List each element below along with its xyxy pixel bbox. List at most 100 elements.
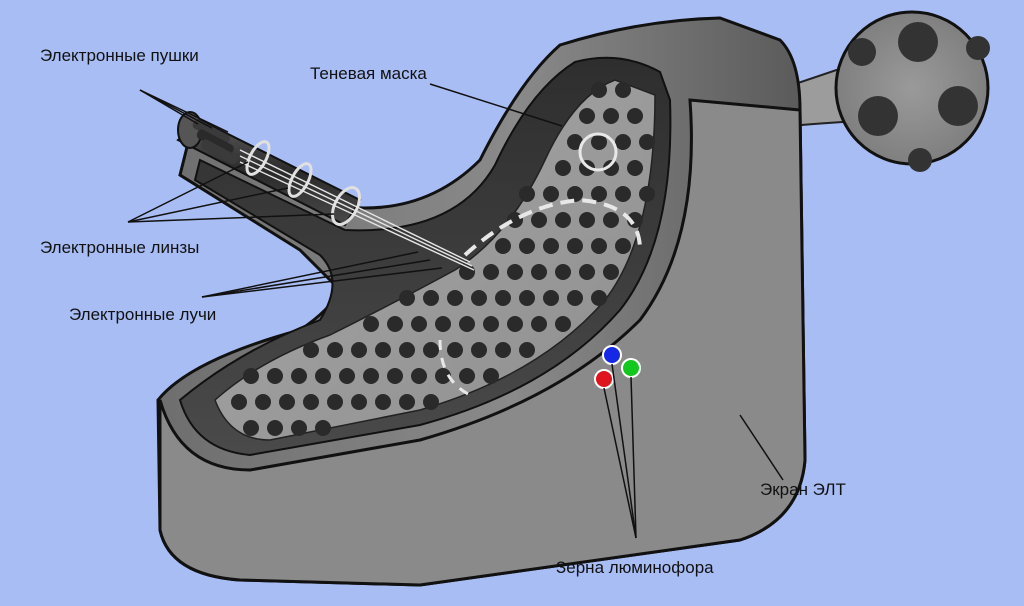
mask-hole bbox=[603, 108, 619, 124]
mask-hole bbox=[627, 160, 643, 176]
mask-hole bbox=[531, 212, 547, 228]
label-electron-guns: Электронные пушки bbox=[40, 46, 199, 65]
mask-hole bbox=[555, 160, 571, 176]
mask-hole bbox=[243, 368, 259, 384]
mask-hole bbox=[351, 342, 367, 358]
mask-hole bbox=[567, 186, 583, 202]
mask-hole bbox=[519, 290, 535, 306]
mask-hole bbox=[423, 342, 439, 358]
leader-lines bbox=[127, 83, 784, 539]
mask-hole bbox=[555, 212, 571, 228]
mask-hole bbox=[267, 420, 283, 436]
label-electron-beams: Электронные лучи bbox=[69, 305, 217, 324]
mask-hole bbox=[615, 186, 631, 202]
mask-hole bbox=[591, 134, 607, 150]
mask-hole bbox=[255, 394, 271, 410]
mask-hole bbox=[495, 290, 511, 306]
mask-hole bbox=[543, 186, 559, 202]
label-electron-lenses: Электронные линзы bbox=[40, 238, 200, 257]
mask-hole bbox=[615, 82, 631, 98]
mask-hole bbox=[471, 290, 487, 306]
mask-hole bbox=[459, 368, 475, 384]
mask-hole bbox=[447, 342, 463, 358]
mask-hole bbox=[435, 316, 451, 332]
mask-hole bbox=[375, 342, 391, 358]
mask-hole bbox=[615, 238, 631, 254]
mask-hole bbox=[627, 108, 643, 124]
mask-hole bbox=[555, 264, 571, 280]
zoom-bubble-holes bbox=[848, 22, 990, 172]
mask-hole bbox=[459, 316, 475, 332]
electron-gun-2 bbox=[196, 129, 234, 155]
mask-hole bbox=[399, 342, 415, 358]
mask-hole bbox=[243, 420, 259, 436]
mask-hole bbox=[579, 108, 595, 124]
mask-hole bbox=[603, 264, 619, 280]
mask-hole bbox=[315, 368, 331, 384]
mask-hole bbox=[303, 394, 319, 410]
mask-hole bbox=[579, 212, 595, 228]
mask-hole bbox=[567, 290, 583, 306]
mask-hole bbox=[531, 316, 547, 332]
mask-hole bbox=[351, 394, 367, 410]
mask-hole bbox=[267, 368, 283, 384]
mask-hole bbox=[303, 342, 319, 358]
label-shadow-mask: Теневая маска bbox=[310, 64, 427, 83]
mask-hole bbox=[615, 134, 631, 150]
mask-hole bbox=[363, 368, 379, 384]
label-crt-screen: Экран ЭЛТ bbox=[760, 480, 846, 499]
mask-hole bbox=[519, 238, 535, 254]
mask-hole bbox=[471, 342, 487, 358]
mask-hole bbox=[603, 160, 619, 176]
mask-hole bbox=[507, 264, 523, 280]
mask-hole bbox=[543, 290, 559, 306]
mask-hole bbox=[279, 394, 295, 410]
mask-hole bbox=[327, 342, 343, 358]
screen-front-face bbox=[158, 98, 807, 587]
mask-hole bbox=[399, 394, 415, 410]
mask-hole bbox=[411, 368, 427, 384]
mask-hole bbox=[507, 316, 523, 332]
mask-hole bbox=[531, 264, 547, 280]
mask-hole bbox=[591, 238, 607, 254]
mask-hole bbox=[291, 420, 307, 436]
mask-zoom-circle bbox=[578, 132, 618, 172]
mask-hole bbox=[519, 186, 535, 202]
mask-hole bbox=[327, 394, 343, 410]
mask-hole bbox=[567, 238, 583, 254]
mask-hole bbox=[555, 316, 571, 332]
mask-hole bbox=[447, 290, 463, 306]
mask-hole bbox=[495, 238, 511, 254]
mask-hole bbox=[339, 368, 355, 384]
mask-hole bbox=[231, 394, 247, 410]
electron-beams bbox=[239, 149, 475, 271]
mask-hole bbox=[591, 186, 607, 202]
mask-hole bbox=[495, 342, 511, 358]
mask-hole bbox=[579, 264, 595, 280]
shadow-mask-holes bbox=[231, 82, 655, 436]
label-phosphor-grains: Зерна люминофора bbox=[556, 558, 714, 577]
mask-hole bbox=[375, 394, 391, 410]
mask-hole bbox=[291, 368, 307, 384]
mask-hole bbox=[483, 264, 499, 280]
phosphor-red bbox=[594, 369, 614, 389]
mask-hole bbox=[603, 212, 619, 228]
mask-dashed-ring-lower bbox=[438, 339, 471, 397]
mask-hole bbox=[483, 368, 499, 384]
mask-hole bbox=[639, 134, 655, 150]
mask-hole bbox=[591, 290, 607, 306]
mask-hole bbox=[387, 316, 403, 332]
mask-hole bbox=[519, 342, 535, 358]
mask-hole bbox=[399, 290, 415, 306]
mask-hole bbox=[567, 134, 583, 150]
electron-gun-3 bbox=[200, 139, 238, 165]
mask-hole bbox=[591, 82, 607, 98]
mask-hole bbox=[423, 394, 439, 410]
mask-hole bbox=[315, 420, 331, 436]
mask-hole bbox=[435, 368, 451, 384]
mask-hole bbox=[543, 238, 559, 254]
mask-hole bbox=[423, 290, 439, 306]
mask-hole bbox=[411, 316, 427, 332]
